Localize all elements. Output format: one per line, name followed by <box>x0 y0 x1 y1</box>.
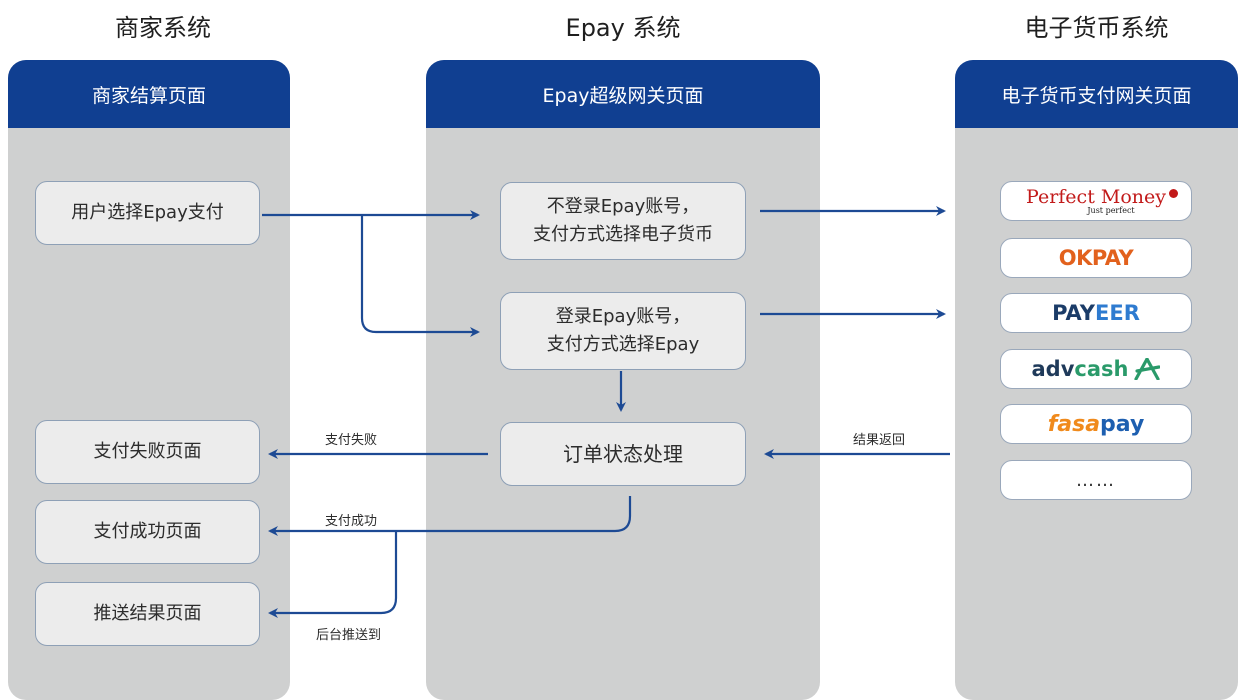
merchant-system-title: 商家系统 <box>115 14 211 42</box>
perfect-money-tagline: Just perfect <box>1087 205 1135 215</box>
login-line2: 支付方式选择Epay <box>546 334 700 355</box>
login-line1: 登录Epay账号， <box>555 306 691 327</box>
more-providers-box: …… <box>1000 460 1192 500</box>
login-box: 登录Epay账号， 支付方式选择Epay <box>500 292 746 370</box>
pay-success-page-box: 支付成功页面 <box>35 500 260 564</box>
perfect-money-dot-icon <box>1168 188 1178 198</box>
perfect-money-logo: Perfect Money Just perfect <box>1000 181 1192 221</box>
perfect-money-text: Perfect Money <box>1026 185 1166 208</box>
advcash-text-a: adv <box>1031 357 1075 381</box>
okpay-text: OKPAY <box>1058 246 1134 270</box>
pay-fail-label: 支付失败 <box>325 433 378 448</box>
payeer-text-b: EER <box>1095 301 1140 325</box>
fasapay-text-a: fasa <box>1047 411 1101 437</box>
pay-fail-page-box: 支付失败页面 <box>35 420 260 484</box>
backend-push-label: 后台推送到 <box>316 628 382 643</box>
epay-header: Epay超级网关页面 <box>426 60 820 128</box>
no-login-line1: 不登录Epay账号， <box>546 196 700 217</box>
emoney-system-title: 电子货币系统 <box>1024 14 1169 42</box>
no-login-line2: 支付方式选择电子货币 <box>533 224 713 245</box>
epay-column: Epay超级网关页面 <box>426 60 820 700</box>
emoney-header: 电子货币支付网关页面 <box>955 60 1238 128</box>
select-epay-box: 用户选择Epay支付 <box>35 181 260 245</box>
more-providers-text: …… <box>1076 469 1116 491</box>
result-return-label: 结果返回 <box>853 433 906 448</box>
payeer-text-a: PAY <box>1052 301 1096 325</box>
push-result-page-box: 推送结果页面 <box>35 582 260 646</box>
okpay-logo: OKPAY <box>1000 238 1192 278</box>
epay-system-title: Epay 系统 <box>565 14 681 42</box>
fasapay-text-b: pay <box>1100 411 1145 437</box>
merchant-header: 商家结算页面 <box>8 60 290 128</box>
no-login-box: 不登录Epay账号， 支付方式选择电子货币 <box>500 182 746 260</box>
advcash-a-icon <box>1134 358 1161 380</box>
order-status-box: 订单状态处理 <box>500 422 746 486</box>
advcash-text-b: cash <box>1074 357 1129 381</box>
pay-success-label: 支付成功 <box>325 514 378 529</box>
